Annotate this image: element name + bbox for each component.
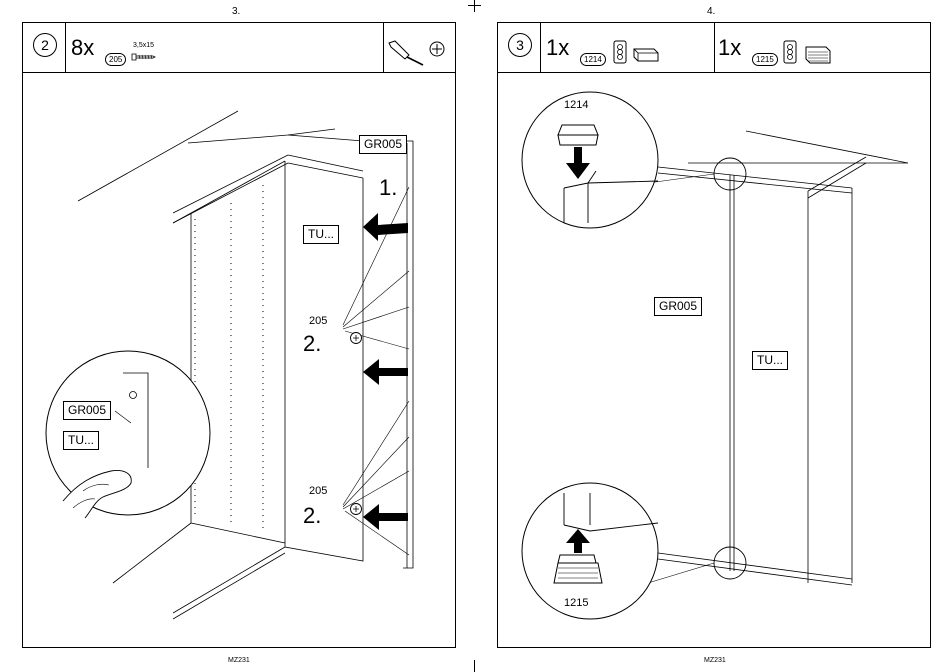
screw-b-label: 205 [309, 485, 327, 497]
crop-mark-top [474, 0, 475, 12]
page-number: 4. [707, 6, 715, 17]
panel-label-tag: TU... [303, 225, 339, 244]
panel-code-tag: GR005 [359, 135, 407, 154]
page-footer-code: MZ231 [704, 657, 726, 664]
crop-mark-bottom [474, 660, 475, 672]
wardrobe-illustration [498, 23, 932, 649]
inset-panel-code-tag: GR005 [63, 401, 111, 420]
screw-a-icon [351, 333, 362, 344]
bottom-part-label: 1215 [564, 597, 588, 609]
panel-label-tag: TU... [752, 351, 788, 370]
step-2b-callout: 2. [303, 503, 321, 529]
screw-a-label: 205 [309, 315, 327, 327]
step-2a-callout: 2. [303, 331, 321, 357]
panel-code-tag: GR005 [654, 297, 702, 316]
crop-mark-top-bar [468, 5, 481, 6]
screw-b-icon [351, 504, 362, 515]
page-number: 3. [232, 6, 240, 17]
step-3-panel: 3 1x 1214 1x 1215 [497, 22, 931, 648]
top-part-label: 1214 [564, 99, 588, 111]
inset-label-tag: TU... [63, 431, 99, 450]
cabinet-illustration [23, 23, 457, 649]
step-1-callout: 1. [379, 175, 397, 201]
page-footer-code: MZ231 [228, 657, 250, 664]
step-2-panel: 2 8x 205 3,5x15 [22, 22, 456, 648]
